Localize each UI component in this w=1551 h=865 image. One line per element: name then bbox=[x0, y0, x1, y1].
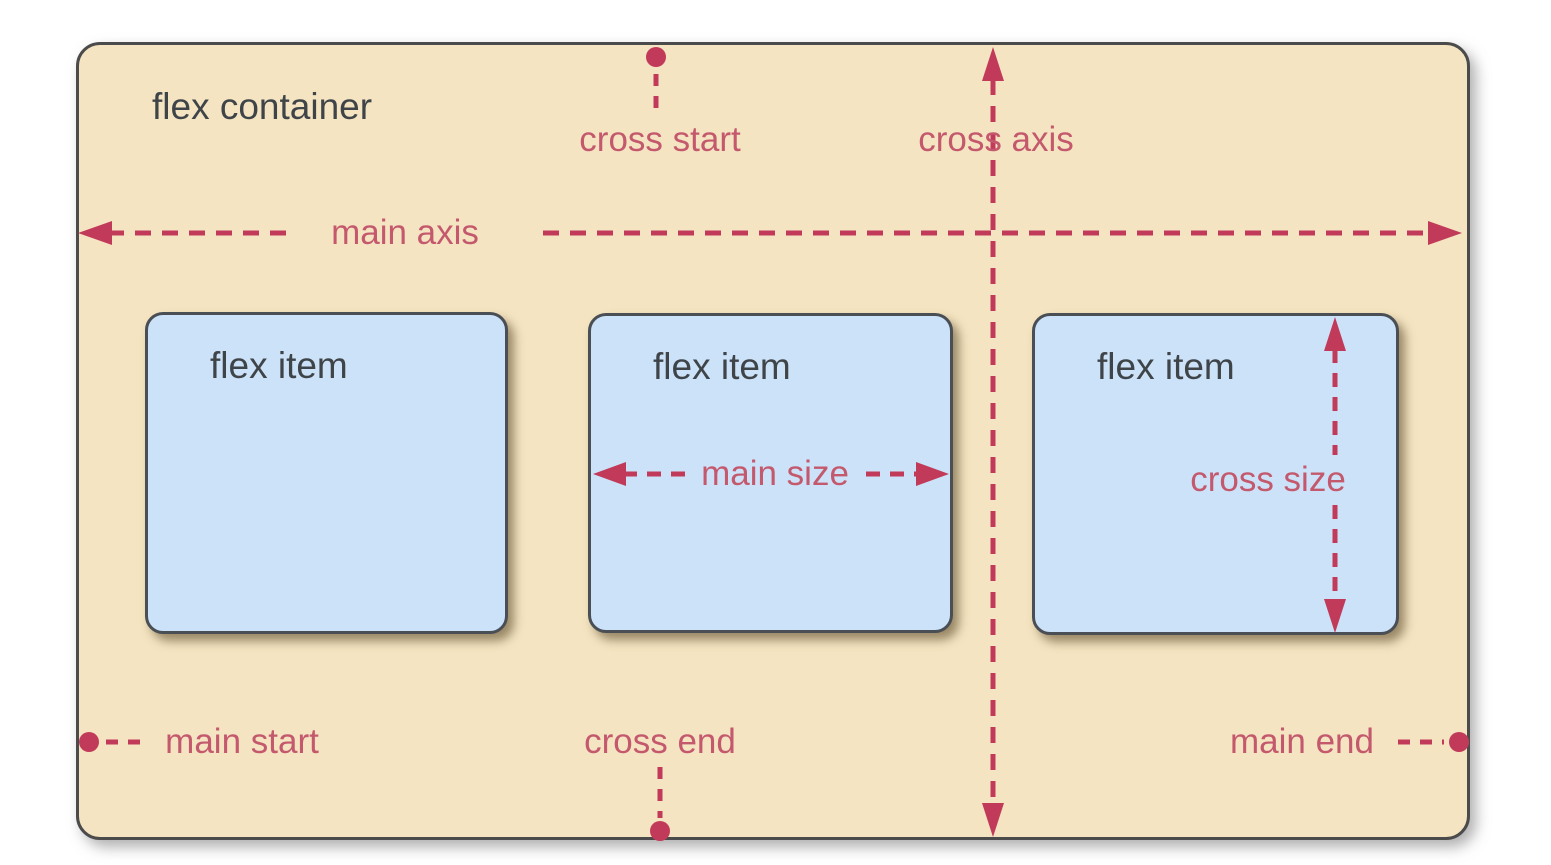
flex-item-label: flex item bbox=[653, 346, 791, 387]
cross-start-label: cross start bbox=[579, 120, 741, 159]
main-end-label: main end bbox=[1230, 722, 1374, 761]
main-axis-label: main axis bbox=[331, 213, 479, 252]
flex-container-label: flex container bbox=[152, 86, 373, 127]
main-size-label: main size bbox=[701, 454, 849, 493]
flex-item-label: flex item bbox=[1097, 346, 1235, 387]
cross-size-label: cross size bbox=[1190, 460, 1346, 499]
cross-axis-label: cross axis bbox=[918, 120, 1074, 159]
main-start-label: main start bbox=[165, 722, 319, 761]
flex-item-3: flex item bbox=[1032, 313, 1399, 635]
flex-item-1: flex item bbox=[145, 312, 508, 634]
flex-item-label: flex item bbox=[210, 345, 348, 386]
cross-end-label: cross end bbox=[584, 722, 736, 761]
